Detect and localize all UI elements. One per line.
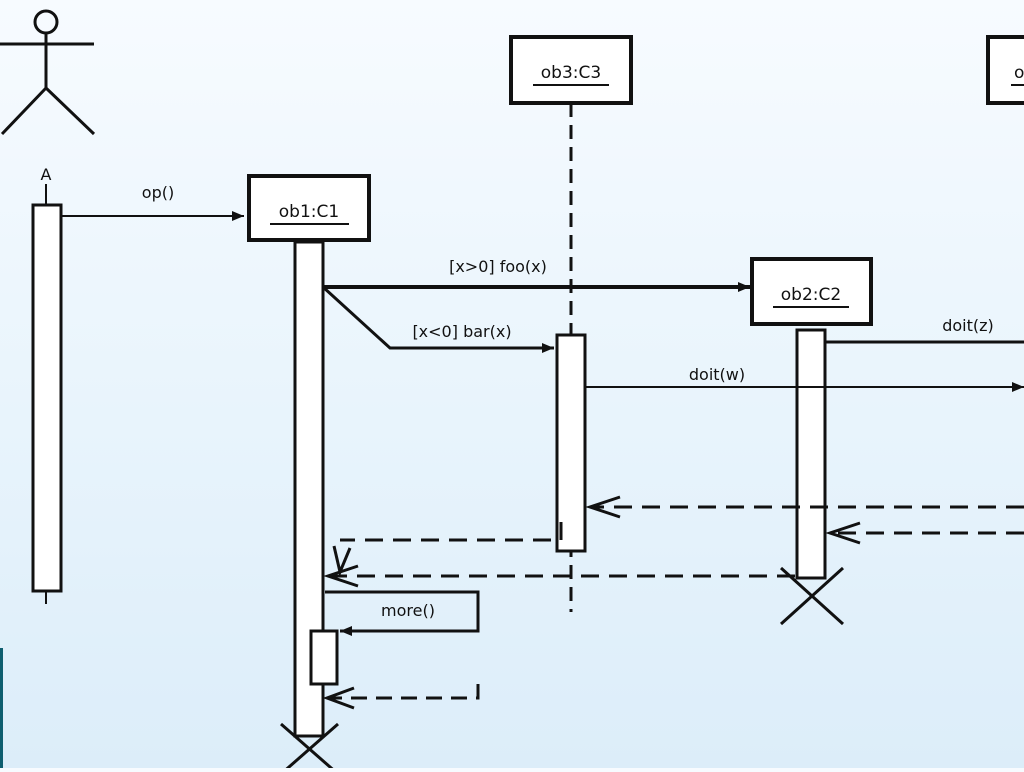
actor-left-leg bbox=[0, 86, 48, 136]
object-ob3: ob3:C3 bbox=[509, 35, 633, 105]
message-more-label: more() bbox=[381, 601, 435, 620]
message-doit-w-label: doit(w) bbox=[689, 365, 745, 384]
ob1-destroy-mark bbox=[280, 722, 339, 772]
object-ob2-box bbox=[750, 257, 873, 326]
return-more-line bbox=[327, 684, 480, 700]
object-ob4: o bbox=[986, 35, 1024, 105]
object-ob1-box bbox=[247, 174, 371, 242]
left-accent-bar bbox=[0, 648, 3, 768]
message-bar-label: [x<0] bar(x) bbox=[412, 322, 511, 341]
ob2-activation bbox=[795, 328, 827, 580]
actor-a bbox=[0, 9, 96, 136]
return-ob3-to-ob1-line bbox=[340, 522, 563, 542]
object-ob3-box bbox=[509, 35, 633, 105]
object-ob1: ob1:C1 bbox=[247, 174, 371, 242]
return-to-ob2-arrowhead bbox=[825, 521, 861, 545]
ob3-activation bbox=[555, 333, 587, 553]
message-foo-label: [x>0] foo(x) bbox=[449, 257, 547, 276]
ob1-nested-activation bbox=[309, 629, 339, 686]
object-ob4-label: o bbox=[1014, 63, 1024, 83]
object-ob2: ob2:C2 bbox=[750, 257, 873, 326]
return-to-ob3-arrowhead bbox=[585, 495, 621, 519]
object-ob2-label: ob2:C2 bbox=[781, 285, 841, 305]
message-doit-z-label: doit(z) bbox=[942, 316, 994, 335]
ob2-destroy-mark bbox=[779, 566, 845, 626]
object-ob1-label: ob1:C1 bbox=[279, 202, 339, 222]
message-bar-arrow bbox=[321, 285, 554, 353]
actor-activation bbox=[31, 203, 63, 593]
actor-right-leg bbox=[44, 86, 96, 136]
object-ob3-label: ob3:C3 bbox=[541, 63, 601, 83]
message-op-label: op() bbox=[142, 183, 174, 202]
message-more-arrow bbox=[325, 590, 480, 636]
return-more-arrowhead bbox=[322, 686, 355, 710]
actor-head bbox=[33, 9, 59, 35]
return-ob2-to-ob1-arrowhead bbox=[323, 564, 359, 588]
object-ob4-box bbox=[986, 35, 1024, 105]
actor-label: A bbox=[41, 165, 52, 184]
